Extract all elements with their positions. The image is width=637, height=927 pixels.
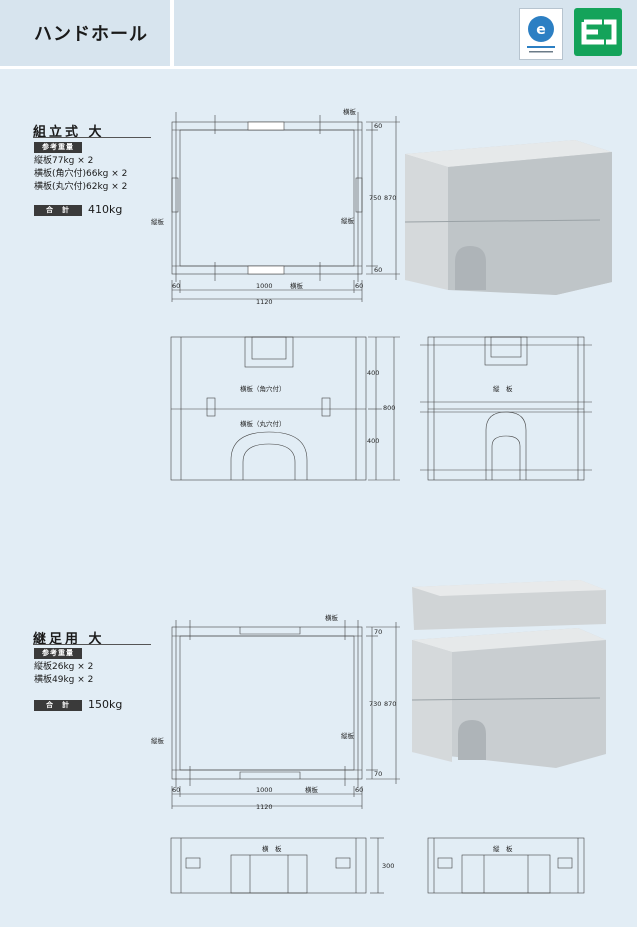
spec-item: 縦板77kg × 2 bbox=[34, 156, 94, 166]
section1-weight-tag: 参考重量 bbox=[34, 142, 82, 153]
section1-underline bbox=[33, 137, 151, 138]
spec-item: 横板49kg × 2 bbox=[34, 675, 94, 685]
svg-text:e: e bbox=[536, 22, 546, 38]
spec-item: 横板(丸穴付)62kg × 2 bbox=[34, 182, 128, 192]
section1-plan-view bbox=[171, 112, 400, 302]
spec-item: 横板(角穴付)66kg × 2 bbox=[34, 169, 128, 179]
section2-weight-tag: 参考重量 bbox=[34, 648, 82, 659]
dim2-70-top: 70 bbox=[374, 628, 383, 636]
section2-front-elevation bbox=[170, 837, 384, 894]
dim-h400-top: 400 bbox=[367, 369, 380, 377]
dim-60-bottom: 60 bbox=[374, 266, 383, 274]
label-maru: 横板（丸穴付） bbox=[240, 420, 286, 428]
dim-60-top: 60 bbox=[374, 122, 383, 130]
dim-h800: 800 bbox=[383, 404, 396, 412]
dim2-h300: 300 bbox=[382, 862, 395, 870]
dim-w1000: 1000 bbox=[256, 282, 273, 290]
section2-title: 継足用 大 bbox=[33, 632, 105, 647]
section2-3d-render bbox=[411, 580, 606, 768]
label-tate-right: 縦板 bbox=[341, 217, 354, 225]
label-yoko-bottom: 横板 bbox=[290, 282, 303, 290]
dim2-70-bottom: 70 bbox=[374, 770, 383, 778]
section1-total: 410kg bbox=[88, 203, 123, 216]
section1-side-elevation bbox=[420, 336, 592, 481]
section2-total: 150kg bbox=[88, 698, 123, 711]
eco-logo bbox=[574, 8, 622, 56]
section2-plan-view bbox=[171, 620, 400, 809]
label2-yoko-top: 横板 bbox=[325, 614, 338, 622]
label-tate-side: 縦 板 bbox=[493, 385, 513, 393]
eco-mark-logo: e bbox=[519, 8, 563, 60]
dim2-w1120: 1120 bbox=[256, 803, 273, 811]
dim2-w60-right: 60 bbox=[355, 786, 364, 794]
label2-front: 横 板 bbox=[262, 845, 282, 853]
dim2-w60-left: 60 bbox=[172, 786, 181, 794]
section1-total-tag: 合 計 bbox=[34, 205, 82, 216]
section1-title: 組立式 大 bbox=[33, 125, 105, 140]
dim2-730: 730 bbox=[369, 700, 382, 708]
section1-3d-render bbox=[404, 140, 612, 295]
section2-specs: 縦板26kg × 2 横板49kg × 2 bbox=[34, 661, 93, 687]
label2-side: 縦 板 bbox=[493, 845, 513, 853]
title-box: ハンドホール bbox=[0, 0, 174, 66]
label-kaku: 横板（角穴付） bbox=[240, 385, 286, 393]
label-yoko-top: 横板 bbox=[343, 108, 356, 116]
label2-tate-left: 縦板 bbox=[151, 737, 164, 745]
dim-w60-right: 60 bbox=[355, 282, 364, 290]
section2-side-elevation bbox=[427, 837, 585, 894]
section2-underline bbox=[33, 644, 151, 645]
dim-w1120: 1120 bbox=[256, 298, 273, 306]
label2-yoko-bottom: 横板 bbox=[305, 786, 318, 794]
dim2-870: 870 bbox=[384, 700, 397, 708]
page-title: ハンドホール bbox=[34, 24, 148, 45]
dim-w60-left: 60 bbox=[172, 282, 181, 290]
spec-item: 縦板26kg × 2 bbox=[34, 662, 94, 672]
header-bar: ハンドホール e bbox=[0, 0, 637, 69]
section2-total-tag: 合 計 bbox=[34, 700, 82, 711]
dim-750: 750 bbox=[369, 194, 382, 202]
dim2-w1000: 1000 bbox=[256, 786, 273, 794]
label-tate-left: 縦板 bbox=[151, 218, 164, 226]
section1-specs: 縦板77kg × 2 横板(角穴付)66kg × 2 横板(丸穴付)62kg ×… bbox=[34, 155, 127, 194]
section1-front-elevation bbox=[170, 336, 400, 481]
dim-h400-bottom: 400 bbox=[367, 437, 380, 445]
dim-870: 870 bbox=[384, 194, 397, 202]
label2-tate-right: 縦板 bbox=[341, 732, 354, 740]
